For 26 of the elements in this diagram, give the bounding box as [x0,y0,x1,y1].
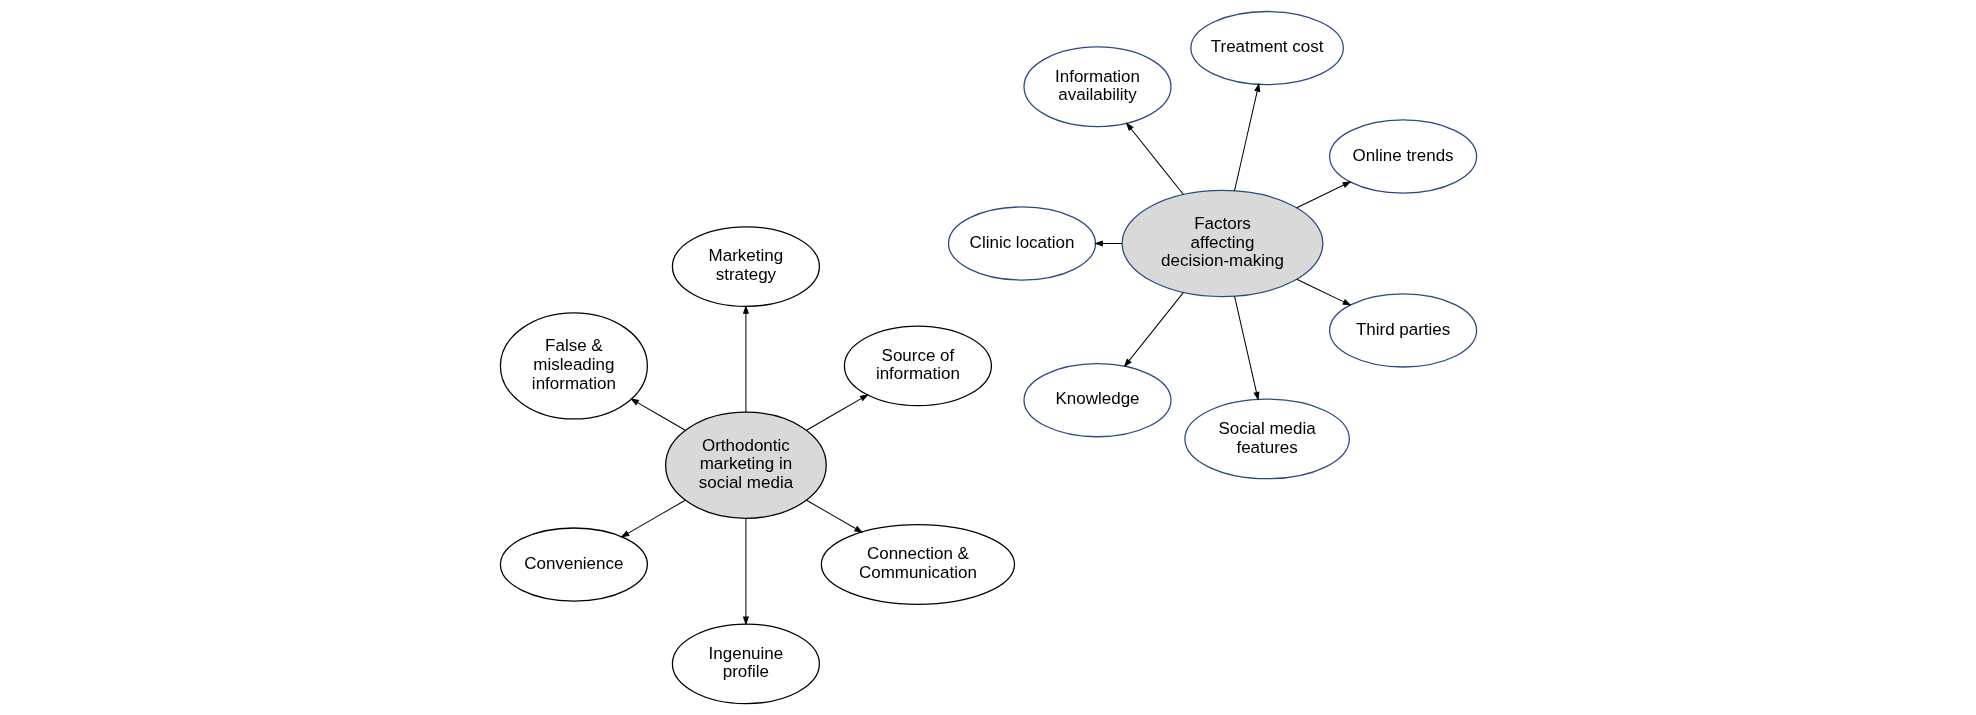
node-ellipse: Clinic location [947,206,1096,281]
arrow [742,304,749,413]
node-ellipse: Information availability [1022,46,1172,128]
arrow [1125,122,1184,196]
node-ellipse: False & misleading information [499,312,648,420]
arrow [620,499,686,538]
arrow [629,398,686,431]
arrow [1093,240,1122,247]
arrow [805,499,863,533]
node-ellipse: Source of information [843,325,992,407]
node-ellipse: Ingenuine profile [671,623,820,705]
arrow [1295,278,1351,306]
arrow [805,394,869,431]
node-ellipse: Social media features [1183,398,1350,480]
node-ellipse: Marketing strategy [671,226,820,307]
node-ellipse: Factors affecting decision-making [1120,189,1324,298]
node-ellipse: Orthodontic marketing in social media [664,411,827,519]
arrow [742,517,749,626]
node-ellipse: Online trends [1328,119,1477,194]
arrow [1295,181,1351,209]
arrow [1123,291,1184,368]
node-ellipse: Knowledge [1022,363,1172,438]
arrow [1233,82,1260,192]
arrow [1233,295,1259,401]
node-ellipse: Third parties [1328,293,1477,368]
node-ellipse: Treatment cost [1189,10,1344,86]
